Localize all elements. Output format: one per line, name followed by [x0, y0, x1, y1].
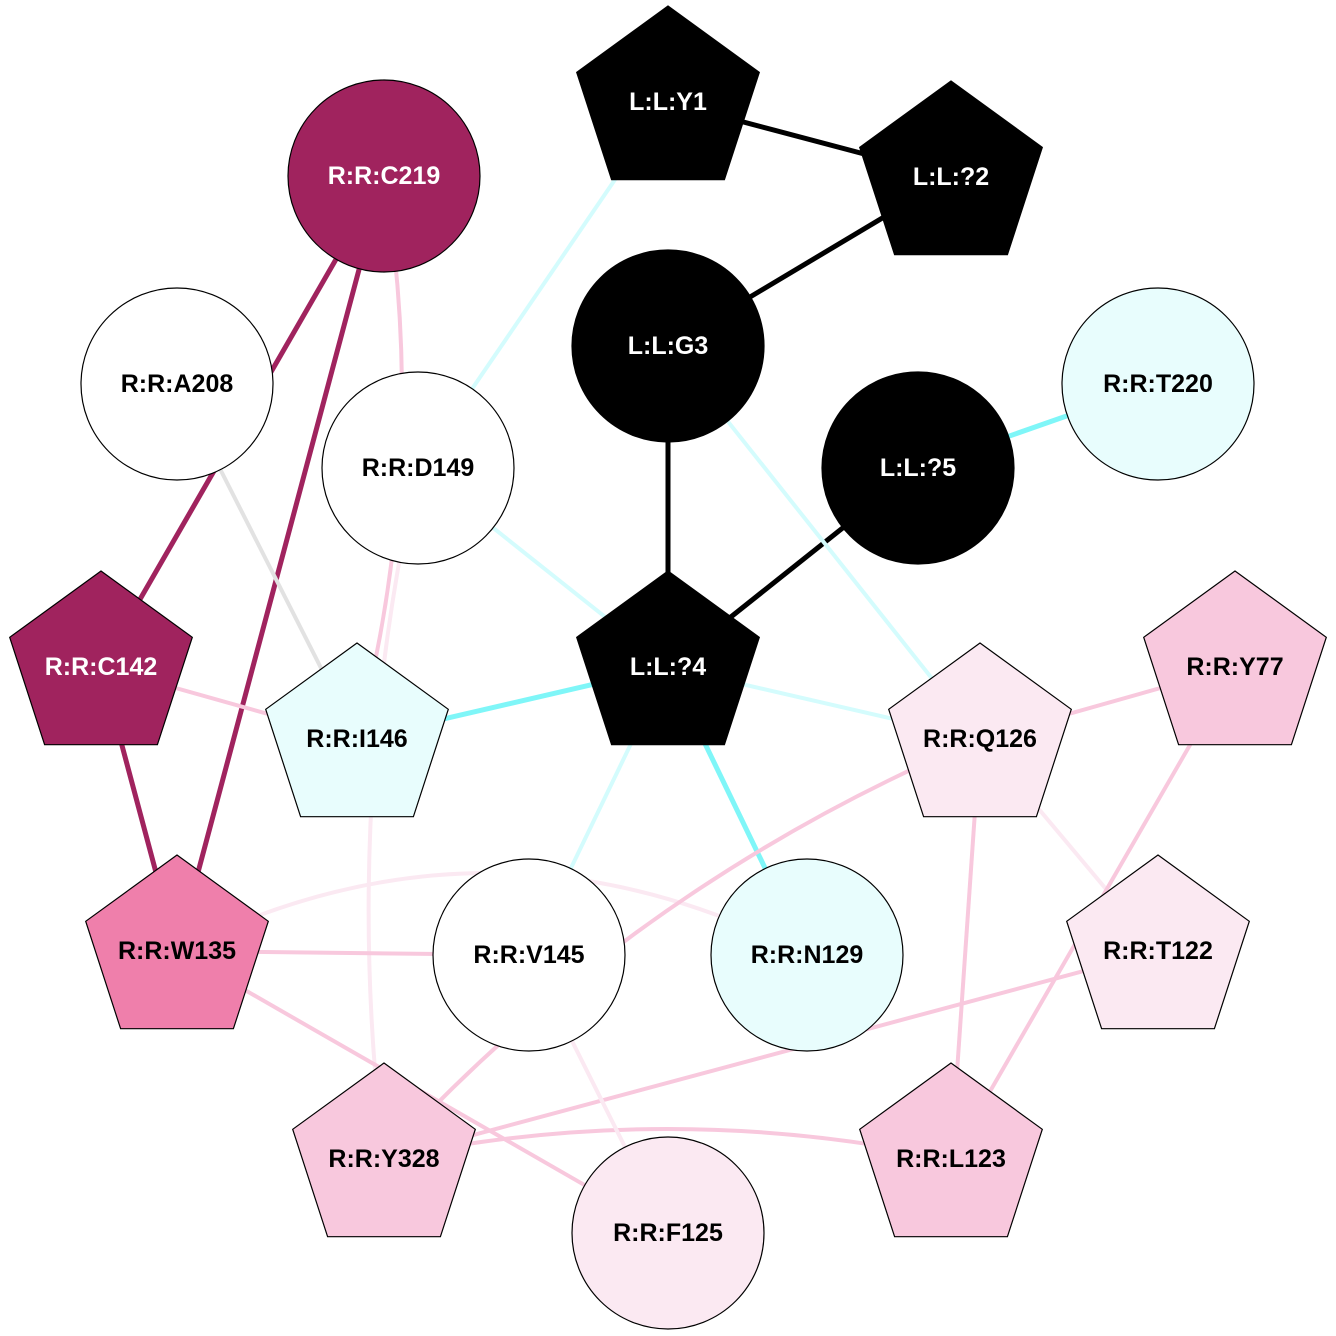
- node-l-l-y1[interactable]: L:L:Y1: [575, 5, 761, 181]
- circle-shape: [710, 858, 904, 1052]
- node-r-r-d149[interactable]: R:R:D149: [321, 371, 515, 565]
- node-label: R:R:F125: [613, 1219, 723, 1247]
- node-label: R:R:D149: [362, 454, 475, 482]
- node-l-l-2[interactable]: L:L:?2: [858, 80, 1044, 256]
- pentagon-shape: [1065, 854, 1251, 1030]
- node-l-l-5[interactable]: L:L:?5: [821, 371, 1015, 565]
- node-label: L:L:G3: [628, 332, 709, 360]
- pentagon-shape: [1142, 570, 1328, 746]
- circle-shape: [321, 371, 515, 565]
- pentagon-shape: [858, 1062, 1044, 1238]
- pentagon-shape: [575, 5, 761, 181]
- pentagon-shape: [291, 1062, 477, 1238]
- node-r-r-t122[interactable]: R:R:T122: [1065, 854, 1251, 1030]
- node-label: R:R:T122: [1103, 937, 1213, 965]
- circle-shape: [571, 1136, 765, 1330]
- node-label: R:R:T220: [1103, 370, 1213, 398]
- edge-r-r-c219-r-r-w135: [174, 175, 387, 952]
- pentagon-shape: [8, 570, 194, 746]
- node-label: R:R:C219: [328, 162, 441, 190]
- node-r-r-y77[interactable]: R:R:Y77: [1142, 570, 1328, 746]
- node-r-r-a208[interactable]: R:R:A208: [80, 287, 274, 481]
- node-label: R:R:W135: [118, 937, 236, 965]
- node-r-r-c219[interactable]: R:R:C219: [287, 79, 481, 273]
- node-label: R:R:Q126: [923, 725, 1037, 753]
- node-r-r-n129[interactable]: R:R:N129: [710, 858, 904, 1052]
- node-label: L:L:?5: [880, 454, 956, 482]
- node-label: L:L:Y1: [629, 88, 707, 116]
- node-label: R:R:L123: [896, 1145, 1006, 1173]
- node-r-r-t220[interactable]: R:R:T220: [1061, 287, 1255, 481]
- node-r-r-q126[interactable]: R:R:Q126: [887, 642, 1073, 818]
- node-r-r-l123[interactable]: R:R:L123: [858, 1062, 1044, 1238]
- node-label: L:L:?4: [630, 653, 706, 681]
- nodes-layer: L:L:Y1L:L:?2L:L:G3L:L:?4 L:L:?5 R:R:C219R:…: [8, 5, 1328, 1330]
- node-label: R:R:A208: [121, 370, 234, 398]
- node-l-l-g3[interactable]: L:L:G3: [571, 249, 765, 443]
- circle-shape: [821, 371, 1015, 565]
- pentagon-shape: [264, 642, 450, 818]
- node-r-r-i146[interactable]: R:R:I146: [264, 642, 450, 818]
- node-r-r-y328[interactable]: R:R:Y328: [291, 1062, 477, 1238]
- node-label: R:R:N129: [751, 941, 864, 969]
- pentagon-shape: [84, 854, 270, 1030]
- node-r-r-v145[interactable]: R:R:V145: [432, 858, 626, 1052]
- circle-shape: [571, 249, 765, 443]
- node-label: R:R:Y328: [328, 1145, 439, 1173]
- pentagon-shape: [887, 642, 1073, 818]
- node-label: R:R:C142: [45, 653, 158, 681]
- circle-shape: [1061, 287, 1255, 481]
- node-r-r-f125[interactable]: R:R:F125: [571, 1136, 765, 1330]
- node-r-r-c142[interactable]: R:R:C142: [8, 570, 194, 746]
- node-l-l-4[interactable]: L:L:?4: [575, 570, 761, 746]
- node-label: R:R:Y77: [1186, 653, 1283, 681]
- circle-shape: [432, 858, 626, 1052]
- edge-r-r-q126-r-r-y328: [382, 737, 981, 1161]
- circle-shape: [287, 79, 481, 273]
- edge-r-r-t122-r-r-y328: [383, 949, 1159, 1161]
- node-label: L:L:?2: [913, 163, 989, 191]
- node-label: R:R:V145: [473, 941, 584, 969]
- node-label: R:R:I146: [306, 725, 407, 753]
- pentagon-shape: [575, 570, 761, 746]
- pentagon-shape: [858, 80, 1044, 256]
- node-r-r-w135[interactable]: R:R:W135: [84, 854, 270, 1030]
- circle-shape: [80, 287, 274, 481]
